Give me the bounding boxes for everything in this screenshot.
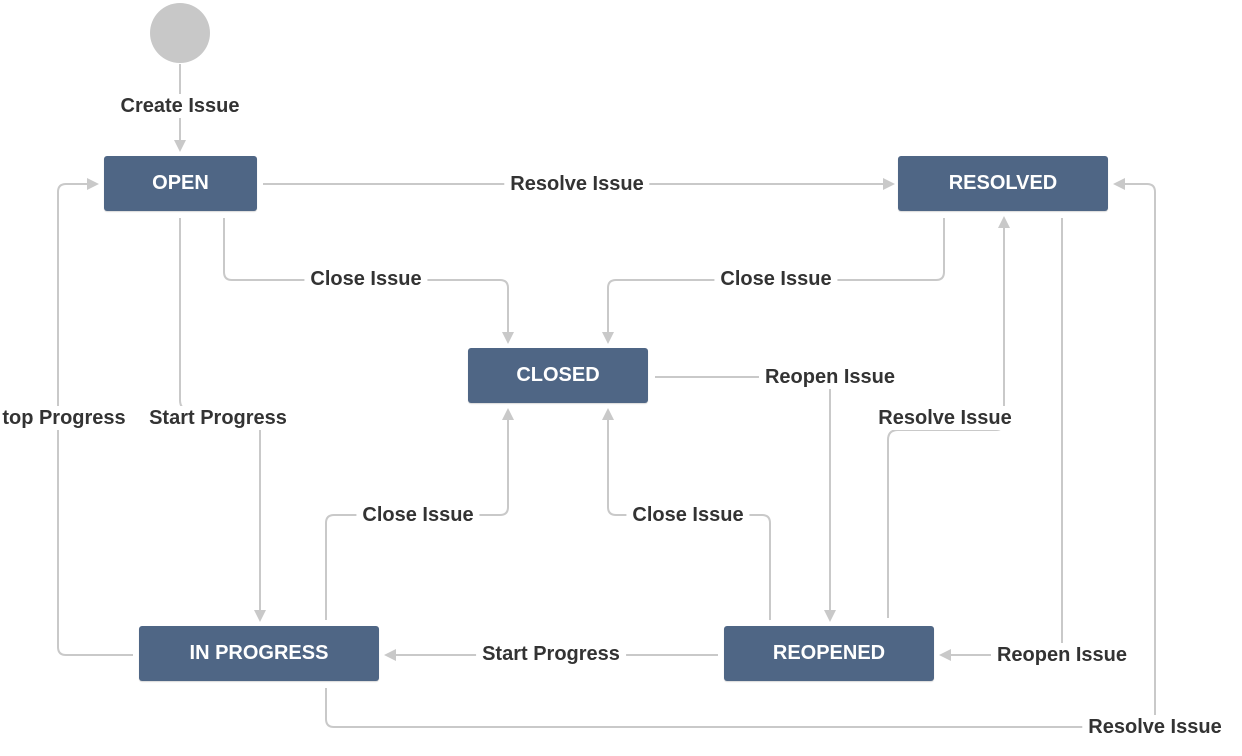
transition-resolved-to-reopened[interactable]: Reopen Issue — [990, 643, 1134, 667]
transition-closed-to-reopened[interactable]: Reopen Issue — [758, 365, 902, 389]
transition-open-to-closed[interactable]: Close Issue — [304, 267, 428, 291]
state-resolved[interactable]: RESOLVED — [898, 156, 1108, 211]
transition-reopened-to-closed[interactable]: Close Issue — [626, 503, 750, 527]
transition-in-progress-to-open[interactable]: top Progress — [0, 406, 132, 430]
transition-reopened-to-resolved[interactable]: Resolve Issue — [872, 406, 1018, 430]
transition-open-to-in-progress[interactable]: Start Progress — [143, 406, 293, 430]
state-reopened[interactable]: REOPENED — [724, 626, 934, 681]
edge-resolved-to-reopened — [939, 218, 1063, 661]
transition-create-issue[interactable]: Create Issue — [114, 94, 246, 118]
transition-open-to-resolved[interactable]: Resolve Issue — [504, 172, 650, 196]
state-open[interactable]: OPEN — [104, 156, 257, 211]
state-closed[interactable]: CLOSED — [468, 348, 648, 403]
start-node — [150, 3, 210, 63]
edge-closed-to-reopened — [655, 376, 836, 622]
state-in-progress[interactable]: IN PROGRESS — [139, 626, 379, 681]
transition-in-progress-to-closed[interactable]: Close Issue — [356, 503, 480, 527]
transition-in-progress-to-resolved[interactable]: Resolve Issue — [1082, 715, 1228, 739]
transition-resolved-to-closed[interactable]: Close Issue — [714, 267, 838, 291]
transition-reopened-to-in-progress[interactable]: Start Progress — [476, 642, 626, 666]
